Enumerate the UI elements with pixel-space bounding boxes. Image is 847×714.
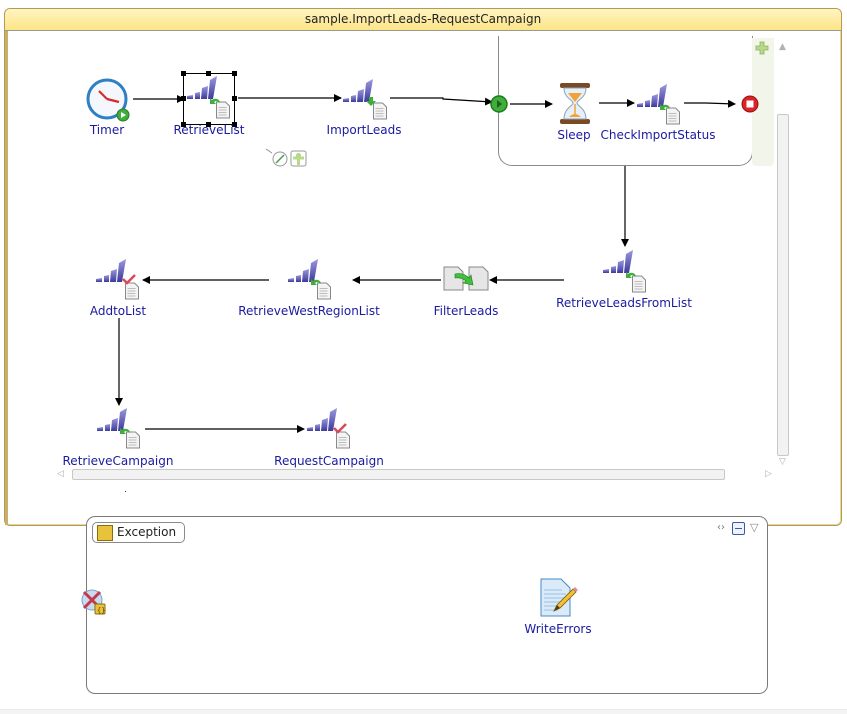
exception-panel[interactable]: Exception ‹› ▽ WriteErrors bbox=[86, 516, 768, 694]
loop-end-icon[interactable] bbox=[741, 95, 759, 113]
marketo-retrieve-icon[interactable] bbox=[602, 248, 652, 296]
connector-importleads-loopstart bbox=[390, 97, 493, 106]
selection-handles[interactable] bbox=[180, 70, 238, 128]
stray-dot bbox=[125, 491, 126, 492]
process-canvas[interactable] bbox=[5, 31, 841, 525]
marketo-check-icon[interactable] bbox=[306, 406, 356, 454]
status-strip bbox=[0, 709, 847, 714]
marketo-retrieve-icon[interactable] bbox=[96, 406, 146, 454]
scroll-left-arrow-icon[interactable]: ◁ bbox=[57, 469, 64, 479]
loop-group-sidebar bbox=[752, 38, 774, 166]
process-title-bar[interactable]: sample.ImportLeads-RequestCampaign bbox=[5, 9, 841, 31]
vertical-scrollbar[interactable] bbox=[777, 114, 789, 456]
minus-icon bbox=[735, 528, 742, 529]
dropdown-arrow-icon[interactable]: ▽ bbox=[750, 521, 759, 534]
node-label-filterleads[interactable]: FilterLeads bbox=[433, 304, 499, 318]
node-label-addtolist[interactable]: AddtoList bbox=[89, 304, 147, 318]
node-label-checkimportstatus[interactable]: CheckImportStatus bbox=[600, 128, 716, 142]
loop-start-icon[interactable] bbox=[490, 95, 508, 113]
hourglass-icon[interactable] bbox=[558, 82, 592, 126]
timer-clock-icon[interactable] bbox=[85, 78, 133, 122]
connector-checkimportstatus-loopend bbox=[684, 99, 736, 108]
node-label-retrievewestregionlist[interactable]: RetrieveWestRegionList bbox=[238, 304, 380, 318]
node-label-requestcampaign[interactable]: RequestCampaign bbox=[274, 454, 384, 468]
loop-group-container[interactable] bbox=[498, 36, 753, 166]
node-label-retrievecampaign[interactable]: RetrieveCampaign bbox=[62, 454, 174, 468]
process-title: sample.ImportLeads-RequestCampaign bbox=[304, 12, 542, 26]
node-label-sleep[interactable]: Sleep bbox=[557, 128, 591, 142]
exception-tab[interactable]: Exception bbox=[92, 522, 186, 543]
write-document-icon[interactable] bbox=[540, 578, 580, 618]
node-label-timer[interactable]: Timer bbox=[89, 123, 125, 137]
filter-docs-icon[interactable] bbox=[443, 266, 491, 292]
node-label-writeerrors[interactable]: WriteErrors bbox=[524, 622, 592, 636]
restore-icon[interactable]: ‹› bbox=[717, 522, 725, 533]
svg-text:{}: {} bbox=[97, 607, 105, 615]
scroll-down-arrow-icon[interactable]: ▽ bbox=[779, 457, 786, 467]
marketo-check-icon[interactable] bbox=[95, 257, 145, 305]
catch-exception-disabled-icon[interactable]: {} bbox=[80, 588, 108, 616]
marketo-retrieve-icon[interactable] bbox=[287, 257, 337, 305]
marketo-retrieve-icon[interactable] bbox=[636, 82, 686, 128]
node-label-retrievelist[interactable]: RetrieveList bbox=[173, 123, 245, 137]
scroll-up-arrow-icon[interactable]: ▲ bbox=[779, 42, 786, 52]
horizontal-scrollbar[interactable] bbox=[72, 469, 725, 480]
connection-handles[interactable] bbox=[265, 148, 311, 168]
node-label-importleads[interactable]: ImportLeads bbox=[326, 123, 402, 137]
minimize-button[interactable] bbox=[732, 522, 745, 535]
exception-tab-label: Exception bbox=[117, 525, 177, 539]
scroll-right-arrow-icon[interactable]: ▷ bbox=[765, 469, 772, 479]
marketo-retrieve-icon[interactable] bbox=[186, 74, 236, 122]
exception-scope-icon bbox=[97, 525, 113, 541]
marketo-import-icon[interactable] bbox=[342, 77, 392, 123]
add-loop-item-icon[interactable] bbox=[755, 41, 769, 55]
node-label-retrieveleadsfromlist[interactable]: RetrieveLeadsFromList bbox=[556, 296, 692, 310]
